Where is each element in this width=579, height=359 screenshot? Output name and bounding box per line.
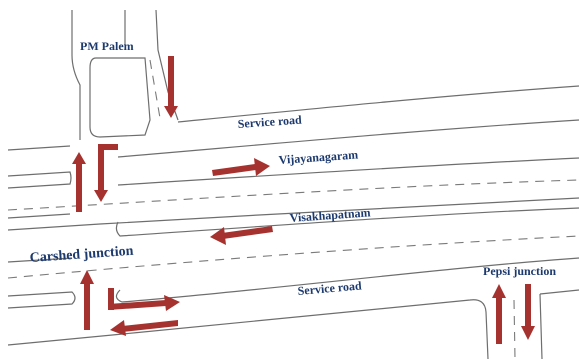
left-stub-1 — [7, 145, 71, 151]
left-stub-5 — [7, 291, 76, 309]
left-stub-2 — [7, 171, 72, 189]
label-pm-palem: PM Palem — [80, 39, 134, 53]
upper-lane-divider — [7, 179, 579, 211]
lower-lane-divider — [7, 235, 579, 279]
arrow-carshed-lower-up — [80, 270, 94, 330]
median-lower-edge — [115, 207, 579, 237]
service-road-bottom-lower-edge — [7, 299, 489, 359]
highway — [7, 85, 579, 359]
pepsi-road-right-edge — [539, 289, 579, 295]
pm-palem-road-edge-right — [155, 9, 179, 121]
pm-palem-road — [71, 9, 179, 140]
label-pepsi-junction: Pepsi junction — [483, 264, 556, 278]
arrow-pepsi-down — [521, 284, 535, 340]
arrow-carshed-hook-down — [94, 144, 118, 202]
label-service-road-bottom: Service road — [297, 278, 362, 298]
label-visakhapatnam: Visakhapatnam — [289, 205, 371, 225]
arrow-pm-palem-down — [164, 56, 178, 118]
label-service-road-top: Service road — [237, 113, 302, 131]
map-labels: PM Palem Service road Vijayanagaram Visa… — [29, 39, 556, 298]
left-stub-3 — [7, 213, 71, 219]
pepsi-road-right-vertical — [539, 293, 543, 359]
pepsi-lane-divider — [513, 299, 516, 359]
arrow-carshed-lower-left — [110, 320, 178, 336]
median-upper-edge — [7, 197, 579, 231]
arrow-carshed-lower-right — [108, 288, 180, 311]
label-vijayanagaram: Vijayanagaram — [278, 147, 358, 167]
pm-palem-lane-divider — [149, 59, 161, 119]
arrow-carshed-left-up — [72, 152, 86, 212]
service-road-top-upper-edge — [177, 85, 579, 123]
service-road-top-lower-edge — [117, 119, 579, 158]
left-stub-4 — [7, 257, 73, 263]
visakhapatnam-carriageway-edge — [115, 257, 579, 303]
pm-palem-block — [89, 57, 151, 138]
arrow-visakhapatnam-left — [210, 226, 273, 245]
traffic-arrows — [72, 56, 535, 344]
pm-palem-road-outer-left — [71, 10, 81, 140]
arrow-pepsi-up — [492, 284, 506, 344]
label-carshed-junction: Carshed junction — [29, 244, 134, 266]
vijayanagaram-carriageway-edge — [117, 157, 579, 186]
arrow-vijayanagaram-right — [212, 158, 270, 176]
